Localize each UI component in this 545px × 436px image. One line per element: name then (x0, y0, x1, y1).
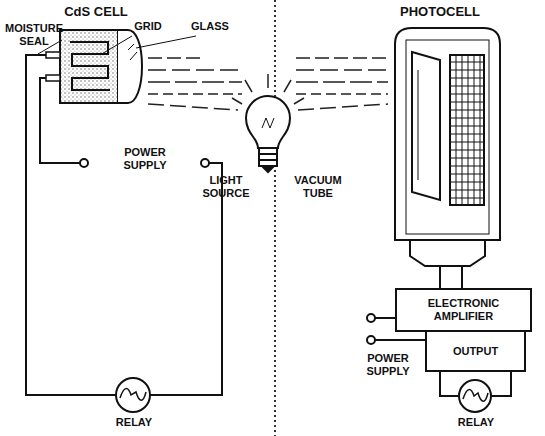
divider-line (274, 0, 276, 436)
part-label: VACUUM TUBE (288, 174, 348, 200)
part-label: RELAY (451, 416, 501, 429)
vacuum-tube (395, 28, 500, 289)
amplifier-box: ELECTRONIC AMPLIFIER (395, 288, 532, 332)
leader-lines (38, 36, 196, 55)
part-label: POWER SUPPLY (115, 146, 175, 172)
part-label: LIGHT SOURCE (198, 174, 254, 200)
node-text: OUTPUT (453, 345, 498, 358)
light-bulb (246, 96, 290, 172)
part-label: MOISTURE SEAL (1, 22, 67, 48)
output-box: OUTPUT (425, 330, 526, 372)
wires (26, 55, 222, 395)
part-label: RELAY (109, 416, 159, 429)
part-label: POWER SUPPLY (357, 352, 419, 378)
part-label: GLASS (186, 20, 234, 33)
part-label: GRID (128, 20, 168, 33)
section-title: PHOTOCELL (380, 4, 500, 19)
section-title: CdS CELL (46, 4, 146, 19)
relay-symbol (116, 378, 150, 412)
node-text: ELECTRONIC AMPLIFIER (397, 297, 530, 323)
relay-symbol (459, 380, 491, 412)
